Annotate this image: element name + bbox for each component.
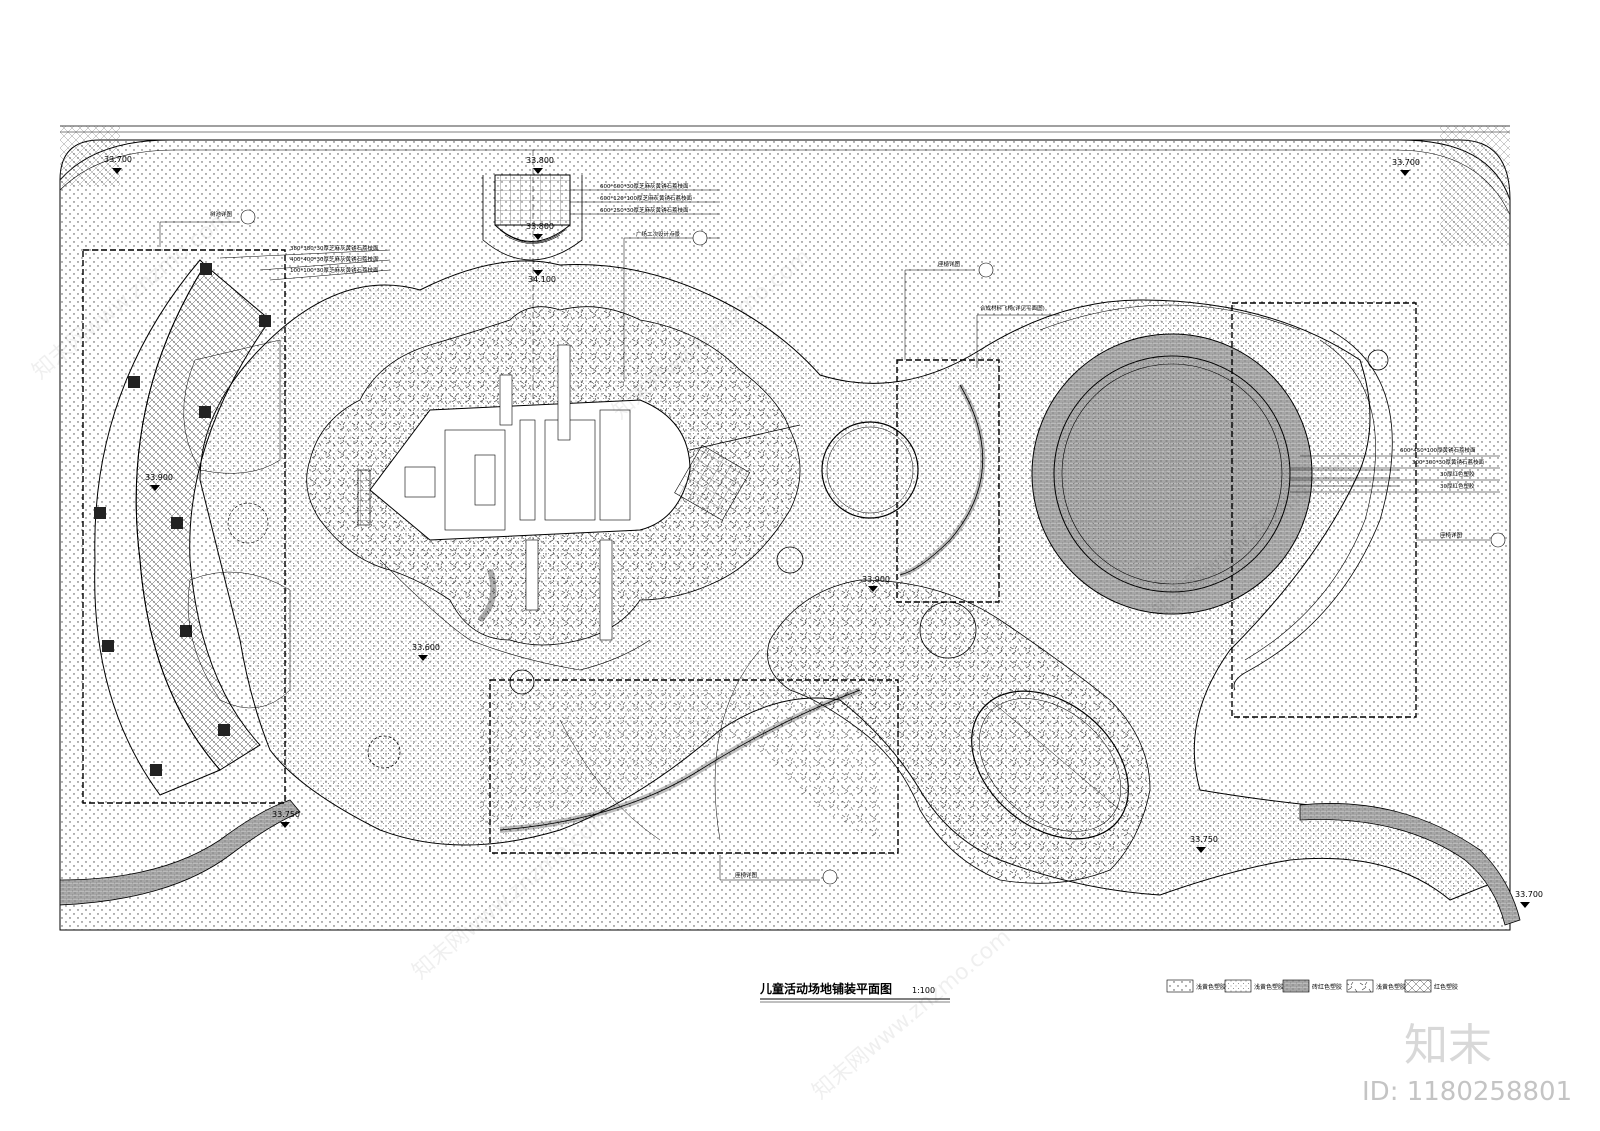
detail-mark-text: 树池详图 xyxy=(210,210,233,218)
drawing-title: 儿童活动场地铺装平面图 1:100 xyxy=(759,981,950,1003)
rubber-ring-area xyxy=(1031,304,1400,691)
entry-stairs xyxy=(482,150,583,560)
elevation-label: 33.700 xyxy=(1392,158,1420,167)
legend-label: 红色塑胶 xyxy=(1434,983,1458,991)
watermark-id: ID: 1180258801 xyxy=(1362,1077,1572,1107)
callout-text: 400*400*30厚芝麻灰黄锈石荔枝面 xyxy=(290,255,379,263)
scale-text: 1:100 xyxy=(912,986,935,995)
callout-text: 30厚红色塑胶 xyxy=(1440,482,1475,490)
detail-mark-text: 广场二次设计点景 xyxy=(636,230,681,238)
callout-notes: 600*600*30厚芝麻灰黄锈石荔枝面 600*120*100厚芝麻灰黄锈石荔… xyxy=(210,182,1506,885)
elevation-label: 33.900 xyxy=(145,473,173,482)
elevation-label: 33.700 xyxy=(104,155,132,164)
callout-text: 100*100*30厚芝麻灰黄锈石荔枝面 xyxy=(290,266,379,274)
title-text: 儿童活动场地铺装平面图 xyxy=(759,981,892,996)
elevation-markers: 33.700 33.800 33.800 34.100 33.700 33.90… xyxy=(104,155,1543,908)
oval-feature xyxy=(971,690,1129,840)
elevation-label: 33.600 xyxy=(412,643,440,652)
callout-text: 600*120*100厚芝麻灰黄锈石荔枝面 xyxy=(600,194,692,202)
detail-mark-text: 座椅详图 xyxy=(938,260,961,268)
detail-mark-text: 座椅详图 xyxy=(1440,531,1463,539)
legend-label: 浅黄色塑胶 xyxy=(1254,983,1284,991)
callout-text: 600*450*100厚黄锈石荔枝面 xyxy=(1400,446,1476,454)
elevation-label: 33.800 xyxy=(526,222,554,231)
elevation-label: 33.800 xyxy=(526,156,554,165)
legend-label: 砖红色塑胶 xyxy=(1312,983,1342,991)
left-arc-pergola xyxy=(94,259,291,796)
callout-text: 380*380*30厚芝麻灰黄锈石荔枝面 xyxy=(290,244,379,252)
bottom-right-walkway xyxy=(1299,803,1521,926)
callout-text: 600*600*30厚芝麻灰黄锈石荔枝面 xyxy=(600,182,689,190)
watermark-diagonal: 知末网www.znzmo.com xyxy=(808,924,1016,1104)
elevation-label: 33.900 xyxy=(862,575,890,584)
legend-label: 浅黄色塑胶 xyxy=(1376,983,1406,991)
lower-bench xyxy=(499,649,862,841)
legend: 浅黄色塑胶 浅黄色塑胶 砖红色塑胶 浅黄色塑胶 红色塑胶 xyxy=(1166,979,1458,993)
legend-label: 浅黄色塑胶 xyxy=(1196,983,1226,991)
detail-mark-text: 座椅详图 xyxy=(735,871,758,879)
elevation-label: 34.100 xyxy=(528,275,556,284)
callout-text: 600*250*30厚芝麻灰黄锈石荔枝面 xyxy=(600,206,689,214)
leader-lines xyxy=(159,189,1500,881)
elevation-label: 33.700 xyxy=(1515,890,1543,899)
detail-mark-text: 合成材料飞椅(详见平面图) xyxy=(980,304,1045,312)
detail-boxes xyxy=(82,249,1417,854)
callout-text: 300*300*30厚黄锈石荔枝面 xyxy=(1412,458,1484,466)
elevation-label: 33.750 xyxy=(272,810,300,819)
watermark-brand: 知末 xyxy=(1404,1020,1492,1071)
play-structure xyxy=(357,344,801,641)
top-walkway xyxy=(59,125,1511,246)
elevation-label: 33.750 xyxy=(1190,835,1218,844)
bottom-left-walkway xyxy=(59,799,301,906)
callout-text: 30厚红色塑胶 xyxy=(1440,470,1475,478)
pergola-posts xyxy=(94,263,271,776)
play-area-lower-right xyxy=(480,579,1151,884)
middle-features xyxy=(367,349,1389,769)
